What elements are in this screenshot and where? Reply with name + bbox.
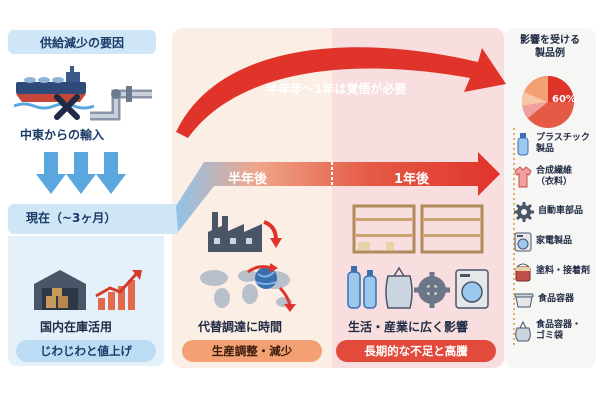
now-band bbox=[8, 204, 178, 234]
legend-label: プラスチック bbox=[536, 132, 590, 143]
legend-item-container: 食品容器 bbox=[514, 292, 574, 308]
down-arrows bbox=[36, 152, 126, 194]
legend-label: 自動車部品 bbox=[538, 206, 584, 217]
legend-label: 合成繊維 bbox=[536, 166, 573, 176]
legend-item-plastic: プラスチック製品 bbox=[514, 132, 590, 156]
food-container-icon bbox=[514, 293, 534, 308]
one-year-label: 1年後 bbox=[394, 172, 430, 187]
year-pill: 長期的な不足と高騰 bbox=[336, 340, 496, 362]
half-caption: 代替調達に時間 bbox=[198, 320, 283, 334]
products-icon bbox=[347, 266, 489, 309]
origin-label: 中東からの輸入 bbox=[20, 128, 105, 142]
legend-item-fiber: 合成繊維（衣料） bbox=[514, 166, 572, 189]
half-pill-label: 生産調整・減少 bbox=[211, 344, 293, 358]
empty-shelves-icon bbox=[352, 204, 484, 254]
now-label: 現在（~3ヶ月） bbox=[26, 211, 117, 225]
factory-icon bbox=[208, 212, 282, 252]
expectation-label: 半年年～1年は覚悟が必要 bbox=[266, 82, 407, 96]
legend-label-sub: 製品 bbox=[536, 144, 555, 154]
bottle-icon bbox=[517, 133, 529, 156]
legend-label-sub: （衣料） bbox=[536, 177, 573, 188]
year-caption: 生活・産業に広く影響 bbox=[348, 320, 469, 334]
share-percentage: 60% bbox=[552, 94, 576, 105]
supply-reason-header: 供給減少の要因 bbox=[8, 30, 156, 54]
supply-reason-label: 供給減少の要因 bbox=[39, 35, 124, 50]
legend-title: 影響を受ける 製品例 bbox=[504, 34, 596, 60]
legend-label: 家電製品 bbox=[536, 236, 573, 247]
blocked-cross-icon bbox=[54, 94, 80, 120]
gear-icon bbox=[514, 202, 534, 222]
legend-label: 食品容器 bbox=[538, 294, 575, 305]
legend-label: 塗料・接着剤 bbox=[536, 266, 591, 277]
legend-title-line2: 製品例 bbox=[535, 48, 565, 59]
legend-title-line1: 影響を受ける bbox=[520, 35, 580, 46]
trash-bag-icon bbox=[515, 321, 531, 342]
paint-can-icon bbox=[515, 263, 531, 282]
year-pill-label: 長期的な不足と高騰 bbox=[364, 344, 468, 358]
price-up-chart-icon bbox=[95, 270, 142, 310]
pipeline-icon bbox=[90, 86, 152, 121]
warehouse-icon bbox=[34, 270, 86, 310]
legend-item-paint: 塗料・接着剤 bbox=[514, 262, 590, 282]
now-pill: じわじわと値上げ bbox=[16, 340, 156, 362]
legend-item-bags: 食品容器・ゴミ袋 bbox=[514, 320, 581, 343]
washing-machine-icon bbox=[514, 232, 532, 252]
legend-item-appliance: 家電製品 bbox=[514, 232, 572, 252]
half-pill: 生産調整・減少 bbox=[182, 340, 322, 362]
legend-item-auto: 自動車部品 bbox=[514, 202, 583, 222]
shirt-icon bbox=[514, 166, 532, 188]
legend-label-sub: ゴミ袋 bbox=[536, 331, 564, 342]
legend-label: 食品容器・ bbox=[536, 320, 582, 330]
now-pill-label: じわじわと値上げ bbox=[40, 344, 132, 358]
half-year-label: 半年後 bbox=[228, 172, 268, 187]
share-pie-icon bbox=[521, 76, 574, 128]
tanker-ship-icon bbox=[14, 66, 94, 110]
now-caption: 国内在庫活用 bbox=[40, 320, 113, 334]
world-map-icon bbox=[200, 263, 296, 312]
legend-connector bbox=[513, 128, 515, 348]
